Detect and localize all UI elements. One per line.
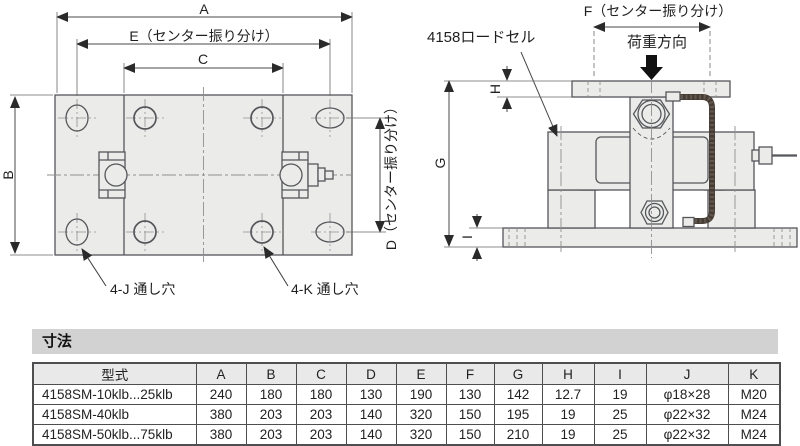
value-cell: 203 <box>245 424 297 446</box>
hole-label-4k: 4-K 通し穴 <box>291 281 359 297</box>
dim-label-b: B <box>0 170 16 180</box>
table-row: 4158SM-50klb...75klb 380 203 203 140 320… <box>32 424 781 446</box>
value-cell: φ22×32 <box>645 424 729 446</box>
stand-left <box>547 189 596 229</box>
value-cell: 140 <box>345 404 397 425</box>
value-cell: M20 <box>727 384 781 405</box>
value-cell: 25 <box>593 404 647 425</box>
tapped-holes-4k <box>133 106 274 244</box>
value-cell: 195 <box>493 404 543 425</box>
dim-label-h: H <box>487 83 503 95</box>
signal-cable <box>665 91 715 228</box>
value-cell: 210 <box>493 424 543 446</box>
model-cell: 4158SM-10klb...25klb <box>32 384 197 405</box>
value-cell: 130 <box>445 384 495 405</box>
value-cell: 180 <box>295 384 347 405</box>
dim-label-d: D（センター振り分け） <box>383 99 399 251</box>
col-header-k: K <box>727 362 781 385</box>
table-header-row: 型式 A B C D E F G H I J K <box>32 362 781 385</box>
col-header-j: J <box>645 362 729 385</box>
leader-load-cell <box>520 51 558 137</box>
value-cell: 130 <box>345 384 397 405</box>
value-cell: 19 <box>593 384 647 405</box>
value-cell: 203 <box>295 404 347 425</box>
top-view-drawing <box>10 12 386 287</box>
value-cell: 380 <box>195 424 247 446</box>
table-row: 4158SM-40klb 380 203 203 140 320 150 195… <box>32 404 781 425</box>
value-cell: 190 <box>395 384 447 405</box>
cable-gland-top-view <box>307 163 319 187</box>
side-view-drawing <box>444 22 798 261</box>
model-cell: 4158SM-40klb <box>32 404 197 425</box>
load-direction-label: 荷重方向 <box>626 34 688 51</box>
leader-4k <box>263 246 289 287</box>
dim-label-i: I <box>459 235 475 239</box>
value-cell: M24 <box>727 424 781 446</box>
value-cell: 150 <box>445 424 495 446</box>
col-header-b: B <box>245 362 297 385</box>
table-row: 4158SM-10klb...25klb 240 180 180 130 190… <box>32 384 781 405</box>
value-cell: φ22×32 <box>645 404 729 425</box>
col-header-i: I <box>593 362 647 385</box>
dimension-table: 型式 A B C D E F G H I J K 4158SM-10klb...… <box>32 362 781 446</box>
value-cell: M24 <box>727 404 781 425</box>
dim-label-a: A <box>199 1 209 17</box>
leader-4j <box>81 248 107 287</box>
value-cell: 203 <box>295 424 347 446</box>
value-cell: 380 <box>195 404 247 425</box>
slot-holes-4j <box>65 104 345 246</box>
value-cell: 19 <box>541 404 595 425</box>
top-plate <box>571 80 731 98</box>
dim-label-g: G <box>432 157 448 169</box>
value-cell: 12.7 <box>541 384 595 405</box>
hole-crosshairs <box>58 99 349 251</box>
value-cell: 150 <box>445 404 495 425</box>
value-cell: 320 <box>395 404 447 425</box>
hole-label-4j: 4-J 通し穴 <box>110 281 176 297</box>
load-direction-arrow-icon <box>640 55 663 80</box>
col-header-model: 型式 <box>32 362 197 385</box>
cable-gland-side-view <box>751 146 797 165</box>
value-cell: 19 <box>541 424 595 446</box>
col-header-d: D <box>345 362 397 385</box>
col-header-g: G <box>493 362 543 385</box>
stand-right <box>707 189 756 229</box>
value-cell: 140 <box>345 424 397 446</box>
hex-nut-lower <box>640 200 669 225</box>
value-cell: 203 <box>245 404 297 425</box>
value-cell: 180 <box>245 384 297 405</box>
model-cell: 4158SM-50klb...75klb <box>32 424 197 446</box>
col-header-e: E <box>395 362 447 385</box>
section-title-bar: 寸法 <box>32 329 778 354</box>
col-header-c: C <box>295 362 347 385</box>
dim-label-e: E（センター振り分け） <box>129 28 279 44</box>
col-header-f: F <box>445 362 495 385</box>
dim-label-f: F（センター振り分け） <box>583 3 733 19</box>
technical-drawing-canvas <box>10 12 798 287</box>
load-cell-bracket-right <box>279 151 334 199</box>
value-cell: 25 <box>593 424 647 446</box>
value-cell: φ18×28 <box>645 384 729 405</box>
dim-label-c: C <box>197 51 209 67</box>
load-cell-bracket-left <box>98 151 128 199</box>
base-plate <box>502 227 798 248</box>
value-cell: 320 <box>395 424 447 446</box>
section-title: 寸法 <box>42 333 73 350</box>
value-cell: 142 <box>493 384 543 405</box>
col-header-a: A <box>195 362 247 385</box>
load-cell-part-label: 4158ロードセル <box>427 29 536 46</box>
value-cell: 240 <box>195 384 247 405</box>
col-header-h: H <box>541 362 595 385</box>
